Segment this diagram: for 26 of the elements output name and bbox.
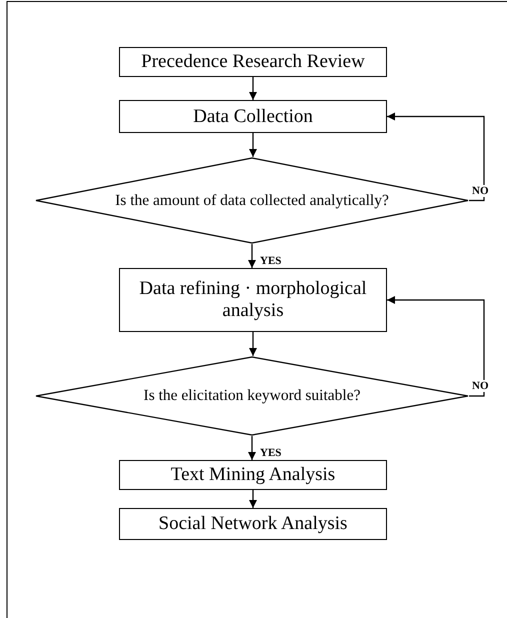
arrow — [387, 112, 485, 202]
arrow — [248, 244, 256, 268]
arrow — [249, 77, 257, 100]
edge-label: YES — [259, 255, 282, 267]
step-text: Data Collection — [193, 106, 313, 128]
arrow — [248, 436, 256, 460]
process-box — [119, 268, 387, 332]
question-text: Is the elicitation keyword suitable? — [144, 387, 360, 405]
arrow — [387, 296, 485, 397]
edge-label: YES — [259, 447, 282, 459]
arrow — [249, 490, 257, 508]
decision-diamond — [35, 356, 469, 436]
arrow — [249, 133, 257, 157]
question-text: Is the amount of data collected analytically? — [115, 192, 389, 210]
process-box — [119, 100, 387, 133]
process-box — [119, 508, 387, 540]
step-text: Text Mining Analysis — [170, 464, 336, 486]
decision-diamond — [35, 157, 469, 244]
step-text: Precedence Research Review — [141, 51, 365, 73]
edge-label: NO — [471, 380, 490, 392]
process-box — [119, 460, 387, 490]
arrow — [249, 332, 257, 356]
edge-label: NO — [471, 184, 490, 196]
step-text: Data refining · morphological analysis — [138, 278, 368, 322]
step-text: Social Network Analysis — [158, 513, 348, 535]
process-box — [119, 47, 387, 77]
